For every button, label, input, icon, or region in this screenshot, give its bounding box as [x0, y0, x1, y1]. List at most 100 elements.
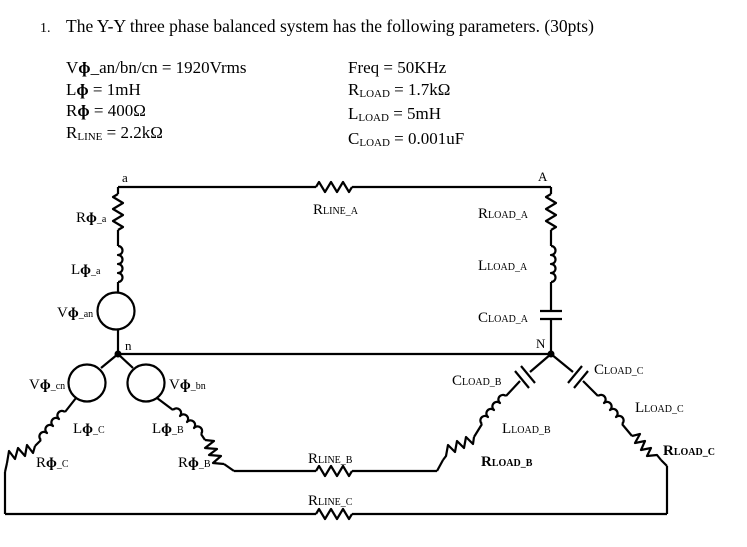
- load-param-row: RLOAD = 1.7kΩ: [348, 79, 464, 104]
- wire: [582, 380, 599, 397]
- wire: [200, 433, 206, 441]
- load-param-pre: L: [348, 104, 359, 123]
- resistor-r-load-c: [631, 432, 662, 461]
- load-param-post: = 1.7kΩ: [389, 79, 451, 99]
- load-param-post: = 5mH: [388, 104, 442, 123]
- load-param-row: CLOAD = 0.001uF: [348, 128, 464, 153]
- wire: [3, 462, 9, 473]
- source-param-post: = 2.2kΩ: [102, 122, 163, 142]
- phase-b-source-branch: [117, 353, 235, 472]
- source-param-sub: LINE: [77, 130, 103, 143]
- wire: [34, 439, 42, 447]
- load-param-pre: Freq = 50KHz: [348, 58, 447, 77]
- label-c-load-a: CLOAD_A: [478, 310, 529, 326]
- load-param-row: LLOAD = 5mH: [348, 103, 464, 128]
- label-r-load-a: RLOAD_A: [478, 206, 529, 222]
- source-param-post: = 400Ω: [89, 101, 146, 120]
- source-param-post: = 1mH: [88, 79, 141, 99]
- label-v-phi-cn: Vɸ_cn: [29, 377, 65, 393]
- label-r-phi-b: Rɸ_B: [178, 455, 211, 471]
- node-n-label: n: [125, 338, 132, 353]
- load-param-sub: LOAD: [359, 136, 390, 149]
- resistor-r-phi-c: [5, 443, 37, 464]
- label-c-load-c: CLOAD_C: [594, 362, 644, 378]
- source-param-pre: V: [66, 58, 79, 77]
- wire: [156, 397, 174, 411]
- phase-a-load-branch: [540, 187, 562, 354]
- resistor-r-load-b: [442, 435, 476, 461]
- capacitor-c-load-b-plate: [514, 370, 530, 389]
- label-r-line-b: RLINE_B: [308, 451, 353, 467]
- source-param-pre: L: [66, 79, 77, 99]
- wire: [550, 353, 574, 373]
- voltage-source-v-phi-bn: [126, 363, 166, 403]
- line-c: [5, 466, 669, 521]
- label-r-line-c: RLINE_C: [308, 493, 353, 509]
- inductor-l-phi-a: [116, 244, 124, 284]
- wire: [473, 423, 483, 438]
- source-param-row: Vɸ_an/bn/cn = 1920Vrms: [66, 57, 246, 79]
- resistor-r-load-a: [544, 193, 558, 231]
- wire: [223, 463, 235, 472]
- wire: [660, 459, 668, 467]
- label-l-phi-b: Lɸ_B: [152, 421, 184, 437]
- resistor-r-phi-b: [203, 438, 225, 466]
- source-param-phi: ɸ: [78, 58, 91, 77]
- label-l-phi-a: Lɸ_a: [71, 262, 101, 278]
- label-v-phi-bn: Vɸ_bn: [169, 377, 206, 393]
- resistor-r-phi-a: [111, 193, 125, 231]
- inductor-l-phi-b: [172, 407, 204, 435]
- inductor-l-load-a: [549, 244, 557, 284]
- label-r-phi-c: Rɸ_C: [36, 455, 69, 471]
- line-a: [118, 180, 551, 194]
- wire: [100, 353, 119, 369]
- capacitor-c-load-c-plate: [567, 365, 583, 384]
- wire: [529, 353, 552, 373]
- line-b: [234, 464, 437, 478]
- label-r-load-c: RLOAD_C: [663, 443, 715, 459]
- source-param-row: Lɸ = 1mH: [66, 79, 246, 101]
- capacitor-c-load-c-plate: [573, 370, 589, 389]
- node-a-label: a: [122, 170, 128, 185]
- voltage-source-v-phi-cn: [67, 363, 107, 403]
- phase-c-load-branch: [550, 353, 668, 467]
- source-param-pre: R: [66, 101, 78, 120]
- inductor-l-load-b: [479, 393, 507, 425]
- capacitor-c-load-b-plate: [520, 365, 536, 384]
- load-param-row: Freq = 50KHz: [348, 57, 464, 79]
- wire: [117, 353, 134, 369]
- source-param-pre: R: [66, 122, 78, 142]
- voltage-source-v-phi-an: [96, 291, 136, 331]
- phase-c-source-branch: [3, 353, 119, 514]
- resistor-r-line-b: [315, 464, 353, 478]
- source-param-row: Rɸ = 400Ω: [66, 100, 246, 122]
- phase-a-source-branch: [96, 187, 136, 354]
- node-N-label: N: [536, 336, 546, 351]
- wire: [505, 380, 521, 397]
- node-A-label: A: [538, 169, 548, 184]
- wire: [436, 459, 444, 472]
- label-r-phi-a: Rɸ_a: [76, 210, 107, 226]
- label-l-phi-c: Lɸ_C: [73, 421, 105, 437]
- resistor-r-line-c: [315, 507, 353, 521]
- inductor-l-load-c: [597, 393, 625, 425]
- resistor-r-line-a: [315, 180, 353, 194]
- load-param-sub: LOAD: [359, 87, 390, 100]
- source-param-row: RLINE = 2.2kΩ: [66, 122, 246, 147]
- source-param-phi: ɸ: [77, 101, 90, 120]
- load-param-post: = 0.001uF: [389, 128, 465, 148]
- question-text: The Y-Y three phase balanced system has …: [66, 16, 594, 36]
- label-l-load-c: LLOAD_C: [635, 400, 684, 416]
- inductor-l-phi-c: [38, 409, 66, 441]
- phase-b-load-branch: [436, 353, 552, 472]
- label-c-load-b: CLOAD_B: [452, 373, 502, 389]
- wire: [621, 423, 633, 437]
- label-l-load-a: LLOAD_A: [478, 258, 528, 274]
- question-number: 1.: [40, 21, 51, 36]
- label-l-load-b: LLOAD_B: [502, 421, 551, 437]
- label-v-phi-an: Vɸ_an: [57, 305, 93, 321]
- load-param-pre: R: [348, 79, 360, 99]
